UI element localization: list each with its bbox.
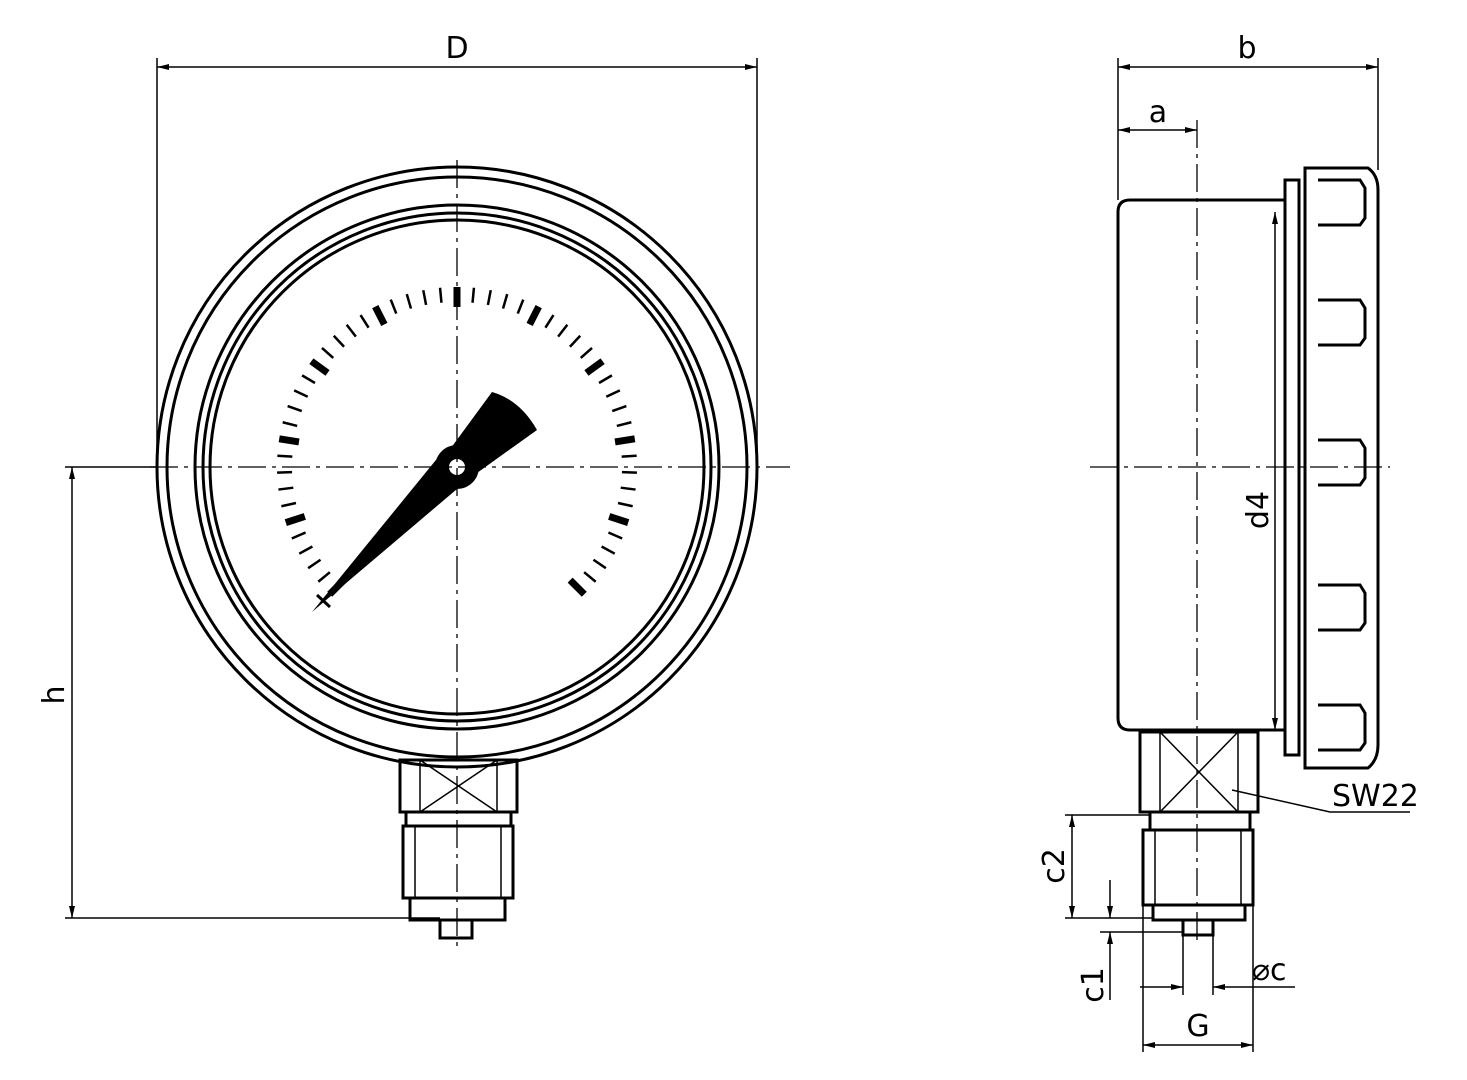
bezel-lug <box>1318 438 1367 487</box>
minor-tick <box>422 289 428 306</box>
minor-tick <box>345 324 357 338</box>
label-D: D <box>445 31 468 66</box>
major-tick <box>278 435 300 446</box>
pointer <box>312 392 537 612</box>
minor-tick <box>287 404 303 413</box>
minor-tick <box>277 454 293 458</box>
bezel-lug <box>1318 583 1367 632</box>
major-tick <box>284 513 306 526</box>
label-b: b <box>1237 31 1256 66</box>
label-sw22: SW22 <box>1332 779 1419 814</box>
minor-tick <box>605 389 621 398</box>
label-phi-c: ⌀c <box>1252 953 1287 988</box>
minor-tick <box>298 545 314 555</box>
minor-tick <box>620 486 636 491</box>
major-tick <box>526 305 542 327</box>
minor-tick <box>501 293 509 309</box>
label-G: G <box>1186 1009 1209 1044</box>
bezel-lug <box>1318 178 1367 227</box>
major-tick <box>614 435 636 446</box>
label-a: a <box>1149 95 1167 130</box>
minor-tick <box>616 421 632 428</box>
case <box>1116 198 1287 732</box>
minor-tick <box>598 374 613 385</box>
major-tick <box>608 513 630 526</box>
minor-tick <box>291 531 307 540</box>
minor-tick <box>583 571 597 583</box>
minor-tick <box>569 334 582 348</box>
bezel <box>1303 166 1380 770</box>
minor-tick <box>307 558 322 570</box>
bezel-lug <box>1318 298 1367 347</box>
sw-leader <box>1231 789 1410 813</box>
major-tick <box>309 358 330 376</box>
minor-tick <box>516 299 525 315</box>
minor-tick <box>321 347 335 359</box>
minor-tick <box>600 545 616 555</box>
label-c2: c2 <box>1037 848 1072 884</box>
minor-tick <box>293 389 309 398</box>
front-view <box>150 160 790 950</box>
minor-tick <box>557 324 569 338</box>
minor-tick <box>621 454 637 458</box>
bezel-lugs <box>1318 178 1367 752</box>
minor-tick <box>389 299 398 315</box>
dimensions: D b a d4 h SW22 c2 c1 ⌀c G <box>37 31 1419 1052</box>
minor-tick <box>278 486 294 491</box>
major-tick <box>584 358 605 376</box>
minor-tick <box>617 501 633 508</box>
label-h: h <box>37 685 72 704</box>
minor-tick <box>607 531 623 540</box>
bezel-lug <box>1318 703 1367 752</box>
minor-tick <box>282 421 298 428</box>
side-view <box>1090 120 1390 945</box>
minor-tick <box>544 314 555 329</box>
label-c1: c1 <box>1076 967 1111 1003</box>
label-d4: d4 <box>1241 491 1276 529</box>
minor-tick <box>359 314 370 329</box>
minor-tick <box>611 404 627 413</box>
minor-tick <box>438 287 443 303</box>
minor-tick <box>332 334 345 348</box>
major-tick <box>567 577 587 597</box>
minor-tick <box>486 289 492 306</box>
front-fitting <box>398 758 519 940</box>
minor-tick <box>592 558 607 570</box>
minor-tick <box>281 501 297 508</box>
major-tick <box>372 305 388 327</box>
minor-tick <box>405 293 413 309</box>
dial-ticks <box>277 287 637 597</box>
minor-tick <box>471 287 476 303</box>
side-fitting <box>1138 730 1260 937</box>
minor-tick <box>579 347 593 359</box>
minor-tick <box>317 571 331 583</box>
minor-tick <box>301 374 316 385</box>
